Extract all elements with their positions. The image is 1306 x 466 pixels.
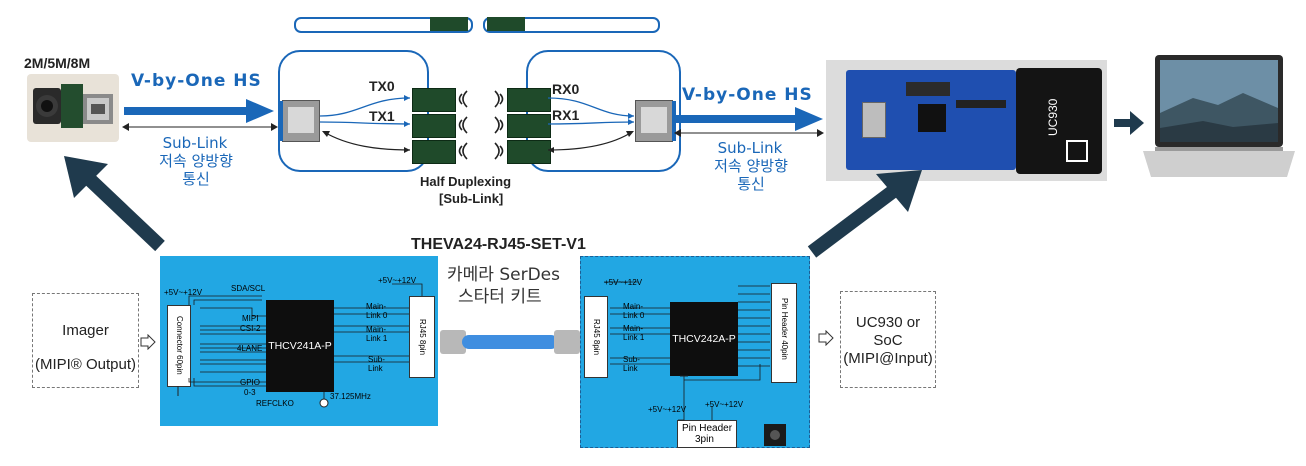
tx-main1-label-a: Main- (366, 325, 387, 334)
tx-sub-label-a: Sub- (368, 355, 385, 364)
imager-output-label: (MIPI® Output) (34, 356, 137, 373)
soc-label-2: SoC (873, 332, 903, 349)
sublink-right-kr: 저속 양방향 (714, 157, 788, 175)
rx-pin-header-40: Pin Header 40pin (771, 283, 797, 383)
uc930-board-label: UC930 (1046, 98, 1060, 136)
soc-label-3: (MIPI@Input) (843, 350, 933, 367)
rx0-board-image (507, 88, 551, 112)
sublink-right-kr2: 통신 (737, 175, 765, 193)
camera-caption: 2M/5M/8M (24, 55, 91, 71)
arrow-up-right (807, 170, 922, 258)
rx-power2-label: +5V~+12V (648, 405, 687, 414)
rx-board-wiring (604, 281, 770, 421)
cable-image-right (483, 17, 660, 33)
tx0-board-image (412, 88, 456, 112)
tx-refclk-label: REFCLKO (256, 399, 294, 408)
rx-main0-label-b: Link 0 (623, 311, 645, 320)
tx-main0-label-a: Main- (366, 302, 387, 311)
rx-main0-label-a: Main- (623, 302, 644, 311)
tx-osc-label: 37.125MHz (330, 392, 371, 401)
vbyone-left-arrow (124, 99, 274, 123)
tx-gpio-range-label: 0-3 (244, 388, 256, 397)
board-to-soc-arrow (818, 330, 834, 346)
tx-power-in-label: +5V~+12V (378, 276, 417, 285)
tx-main1-label-b: Link 1 (366, 334, 388, 343)
set-title: THEVA24-RJ45-SET-V1 (411, 236, 586, 253)
rj45-right-image (635, 100, 676, 142)
sublink-right-label: Sub-Link (717, 139, 783, 157)
rx-pin-header-3: Pin Header 3pin (677, 420, 737, 448)
tx-lane-label: 4LANE (237, 344, 263, 353)
vbyone-right-label: V-by-One HS (682, 85, 813, 105)
tx-chip: THCV241A-P (266, 300, 334, 392)
rx0-label: RX0 (552, 81, 580, 97)
wireless-wave-icons (458, 90, 504, 160)
tx-power-label: +5V~+12V (164, 288, 203, 297)
laptop-icon (1143, 55, 1295, 177)
tx-mipi-label: MIPI (242, 314, 259, 323)
vbyone-left-label: V-by-One HS (131, 71, 262, 91)
half-duplex-label: Half Duplexing (420, 174, 512, 189)
rx-chip: THCV242A-P (670, 302, 738, 376)
camera-module-image (27, 74, 119, 142)
vbyone-right-arrow (675, 107, 823, 131)
tx-board-wiring (177, 283, 423, 408)
sublink-left-label: Sub-Link (162, 134, 228, 152)
tx-sub-board-image (412, 140, 456, 164)
uc930-board-image: UC930 (826, 60, 1107, 181)
sublink-left-kr: 저속 양방향 (159, 152, 233, 170)
tx-gpio-label: GPIO (240, 378, 261, 387)
link-routing-lines (319, 95, 635, 153)
tx-csi-label: CSI-2 (240, 324, 261, 333)
set-subtitle-kr2: 스타터 키트 (458, 287, 542, 307)
rx1-board-image (507, 114, 551, 138)
tx-sub-label-b: Link (368, 364, 383, 373)
set-subtitle-kr1: 카메라 SerDes (447, 265, 560, 285)
sublink-left-arrow (122, 123, 278, 131)
imager-box: Imager (MIPI® Output) (32, 293, 139, 388)
rx-sub-board-image (507, 140, 551, 164)
tx1-board-image (412, 114, 456, 138)
rx-sub-label-a: Sub- (623, 355, 640, 364)
arrow-to-laptop (1114, 111, 1144, 135)
soc-label-1: UC930 or (855, 314, 921, 331)
rj45-left-image (279, 100, 320, 142)
tx-rj45-8pin: RJ45 8pin (409, 296, 435, 378)
rx-main1-label-b: Link 1 (623, 333, 645, 342)
rx-power-label: +5V~+12V (604, 278, 643, 287)
half-duplex-sublabel: [Sub-Link] (439, 191, 504, 206)
rx-power3-label: +5V~+12V (705, 400, 744, 409)
tx-sda-label: SDA/SCL (231, 284, 266, 293)
soc-box: UC930 or SoC (MIPI@Input) (840, 291, 936, 388)
rx-sub-label-b: Link (623, 364, 638, 373)
tx-main0-label-b: Link 0 (366, 311, 388, 320)
rx-main1-label-a: Main- (623, 324, 644, 333)
sublink-left-kr2: 통신 (182, 170, 210, 188)
tx0-label: TX0 (369, 78, 395, 94)
rj45-cable-image (440, 328, 580, 356)
rx-barrel-jack (764, 424, 786, 446)
rx1-label: RX1 (552, 107, 580, 123)
sublink-right-arrow (674, 129, 824, 137)
arrow-up-left (64, 156, 165, 252)
tx-connector-60pin: Connector 60pin (167, 305, 191, 387)
rx-rj45-8pin: RJ45 8pin (584, 296, 608, 378)
camera-module-icon (33, 84, 113, 128)
imager-label: Imager (62, 322, 109, 339)
cable-image-left (294, 17, 473, 33)
tx1-label: TX1 (369, 108, 395, 124)
imager-to-board-arrow (140, 334, 156, 350)
